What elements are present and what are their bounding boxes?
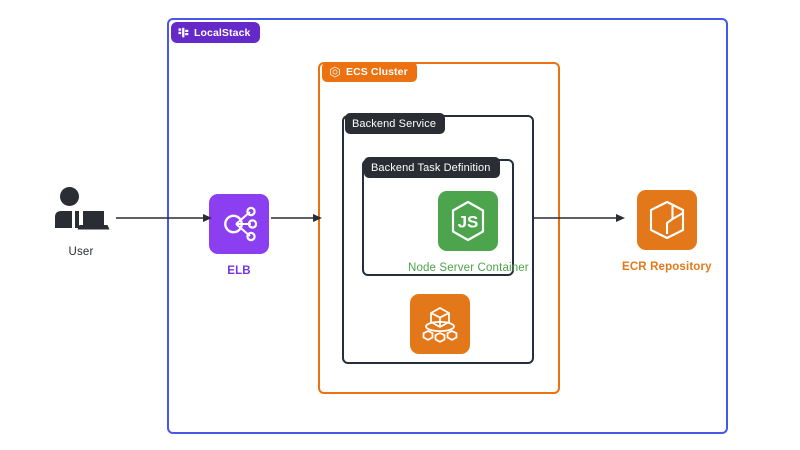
connector-task-to-ecr-repository [534,214,625,222]
node-ecs-task[interactable] [410,294,470,354]
node-ecr-repository[interactable]: ECR Repository [622,190,712,273]
ecr-repository-icon [636,190,697,250]
svg-text:JS: JS [458,213,479,232]
group-ecs-cluster-label: ECS Cluster [346,66,408,78]
group-localstack-badge: LocalStack [171,22,261,43]
group-backend-service-label: Backend Service [352,117,437,130]
node-node-server-container[interactable]: JS Node Server Container [408,191,529,274]
node-elb[interactable]: ELB [209,194,269,277]
node-user: User [50,185,112,258]
node-user-label: User [68,246,94,258]
localstack-logo-icon [178,27,189,38]
group-ecs-cluster-badge: ECS Cluster [322,62,417,82]
connector-elb-to-ecs-cluster [271,214,322,222]
group-localstack [167,18,728,434]
node-ecr-repository-label: ECR Repository [622,261,712,273]
user-at-laptop-icon [50,185,112,235]
group-backend-task-definition-badge: Backend Task Definition [364,157,500,178]
elastic-load-balancer-icon [209,194,269,254]
group-ecs-cluster [318,62,560,394]
connector-user-to-elb [116,214,212,222]
group-backend-service-badge: Backend Service [345,113,446,134]
nodejs-icon: JS [438,191,499,251]
group-localstack-label: LocalStack [194,26,251,39]
ecs-cluster-icon [329,66,341,78]
node-node-server-container-label: Node Server Container [408,262,529,274]
group-backend-task-definition-label: Backend Task Definition [371,161,491,174]
node-elb-label: ELB [227,265,251,277]
ecs-container-icon [410,294,470,354]
